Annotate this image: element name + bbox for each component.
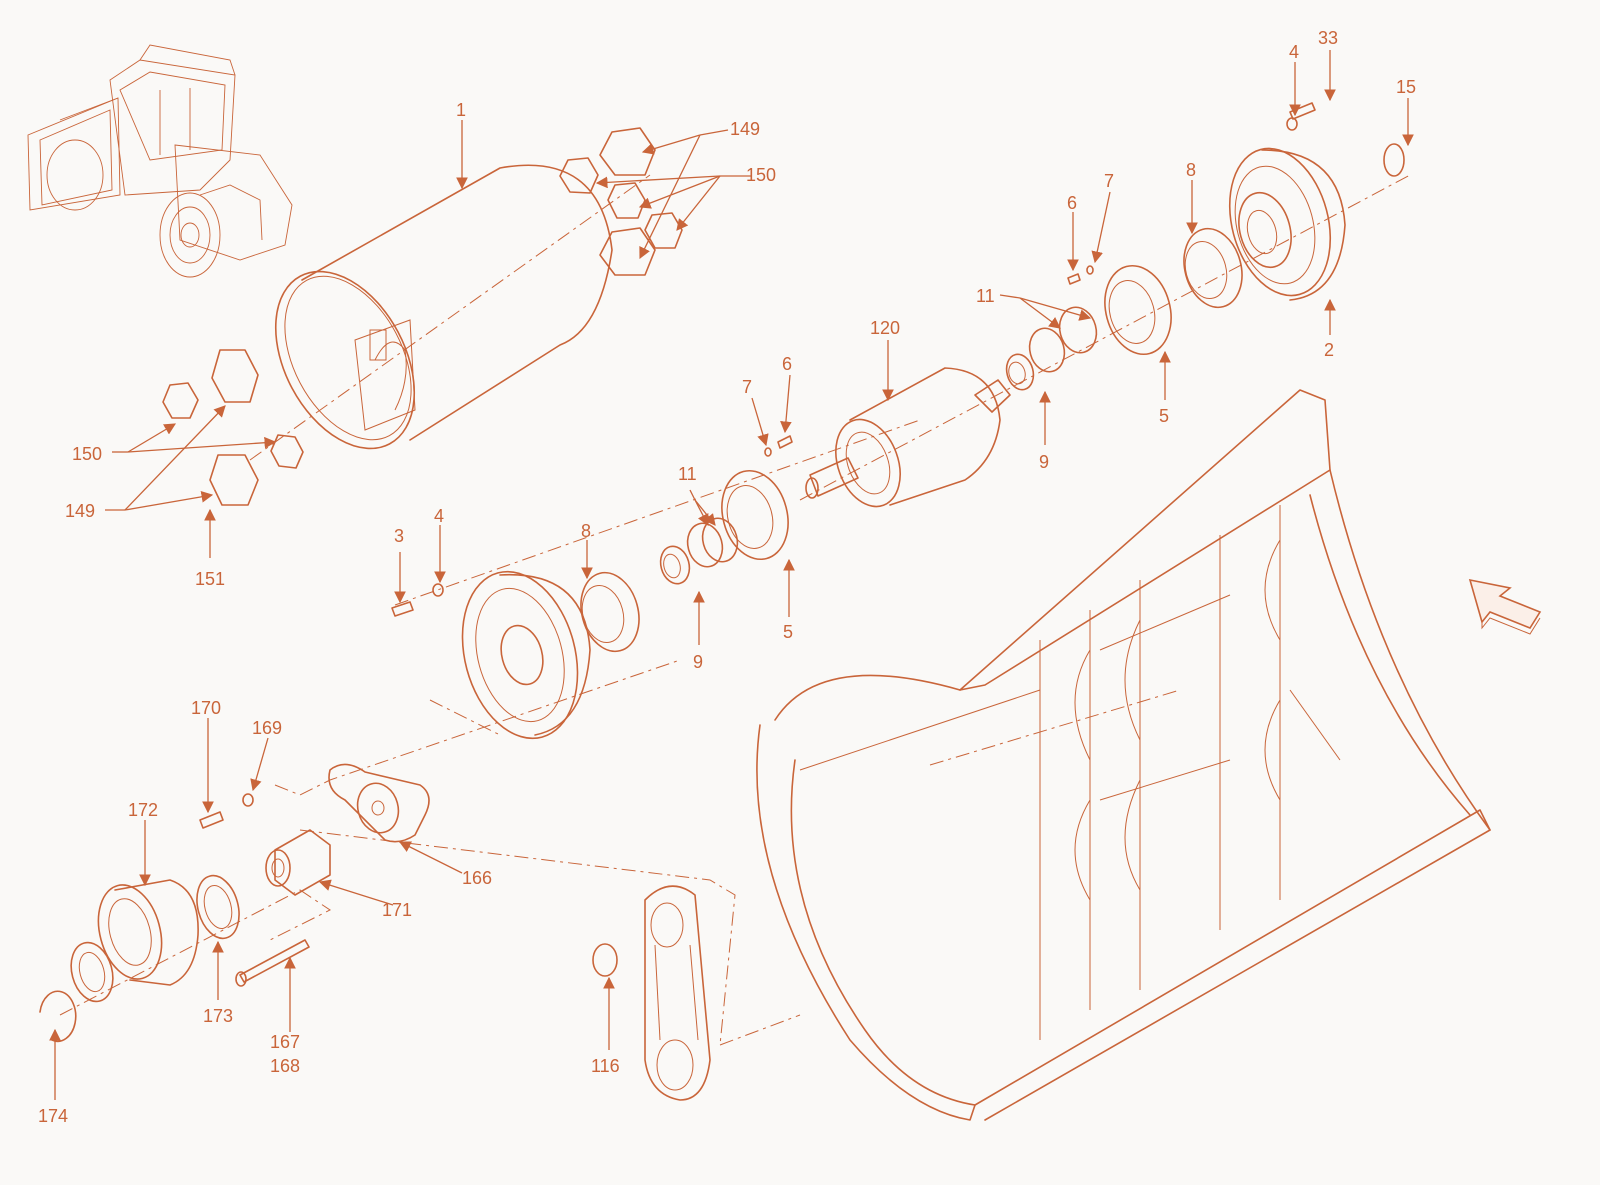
upper-bearing-stack: [1005, 227, 1243, 391]
label-170: 170: [191, 698, 221, 718]
label-6-upper: 6: [1067, 193, 1077, 213]
small-bolts: [199, 793, 254, 829]
drum-shell: [274, 164, 613, 450]
label-151: 151: [195, 569, 225, 589]
hub-171: [265, 829, 331, 896]
label-3: 3: [394, 526, 404, 546]
label-150-left: 150: [72, 444, 102, 464]
roller-machine-icon: [27, 44, 293, 278]
long-bolt: [235, 939, 310, 987]
fasteners: [391, 102, 1405, 617]
label-1: 1: [456, 100, 466, 120]
label-116: 116: [591, 1056, 620, 1076]
label-173: 173: [203, 1006, 233, 1026]
label-8-mid: 8: [581, 521, 591, 541]
label-171: 171: [382, 900, 412, 920]
label-150-top: 150: [746, 165, 776, 185]
label-149-left: 149: [65, 501, 95, 521]
label-7-upper: 7: [1104, 171, 1114, 191]
drum-frame: [756, 389, 1491, 1121]
label-149-top: 149: [730, 119, 760, 139]
cover-plates-left: [162, 349, 304, 506]
vibrator-shaft: [805, 367, 1011, 508]
belt-drive: [592, 885, 711, 1101]
label-11-upper: 11: [976, 286, 995, 306]
label-2: 2: [1324, 340, 1334, 360]
middle-bearing-stack: [580, 469, 789, 653]
label-11-mid: 11: [678, 464, 697, 484]
label-4-upper: 4: [1289, 42, 1299, 62]
label-166: 166: [462, 868, 492, 888]
center-lines: [59, 174, 1411, 1046]
flange-right: [1228, 147, 1346, 301]
arrow-icon: [1468, 578, 1542, 635]
label-15: 15: [1396, 77, 1416, 97]
label-174: 174: [38, 1106, 68, 1126]
label-4-mid: 4: [434, 506, 444, 526]
leader-arrows: [49, 50, 1414, 1100]
flange-left: [461, 570, 591, 740]
label-8-upper: 8: [1186, 160, 1196, 180]
label-172: 172: [128, 800, 158, 820]
label-33: 33: [1318, 28, 1338, 48]
label-5-mid: 5: [783, 622, 793, 642]
label-169: 169: [252, 718, 282, 738]
bracket-166: [328, 763, 430, 843]
label-9-upper: 9: [1039, 452, 1049, 472]
label-5-upper: 5: [1159, 406, 1169, 426]
label-6-mid: 6: [782, 354, 792, 374]
hub-assembly-172: [39, 874, 240, 1043]
label-120: 120: [870, 318, 900, 338]
label-9-mid: 9: [693, 652, 703, 672]
part-labels: 1 149 150 150 149 151 3 4 8 9 5 11 7 6 1…: [38, 28, 1416, 1126]
label-7-mid: 7: [742, 377, 752, 397]
label-168: 168: [270, 1056, 300, 1076]
cover-plates-top: [559, 127, 683, 276]
label-167: 167: [270, 1032, 300, 1052]
